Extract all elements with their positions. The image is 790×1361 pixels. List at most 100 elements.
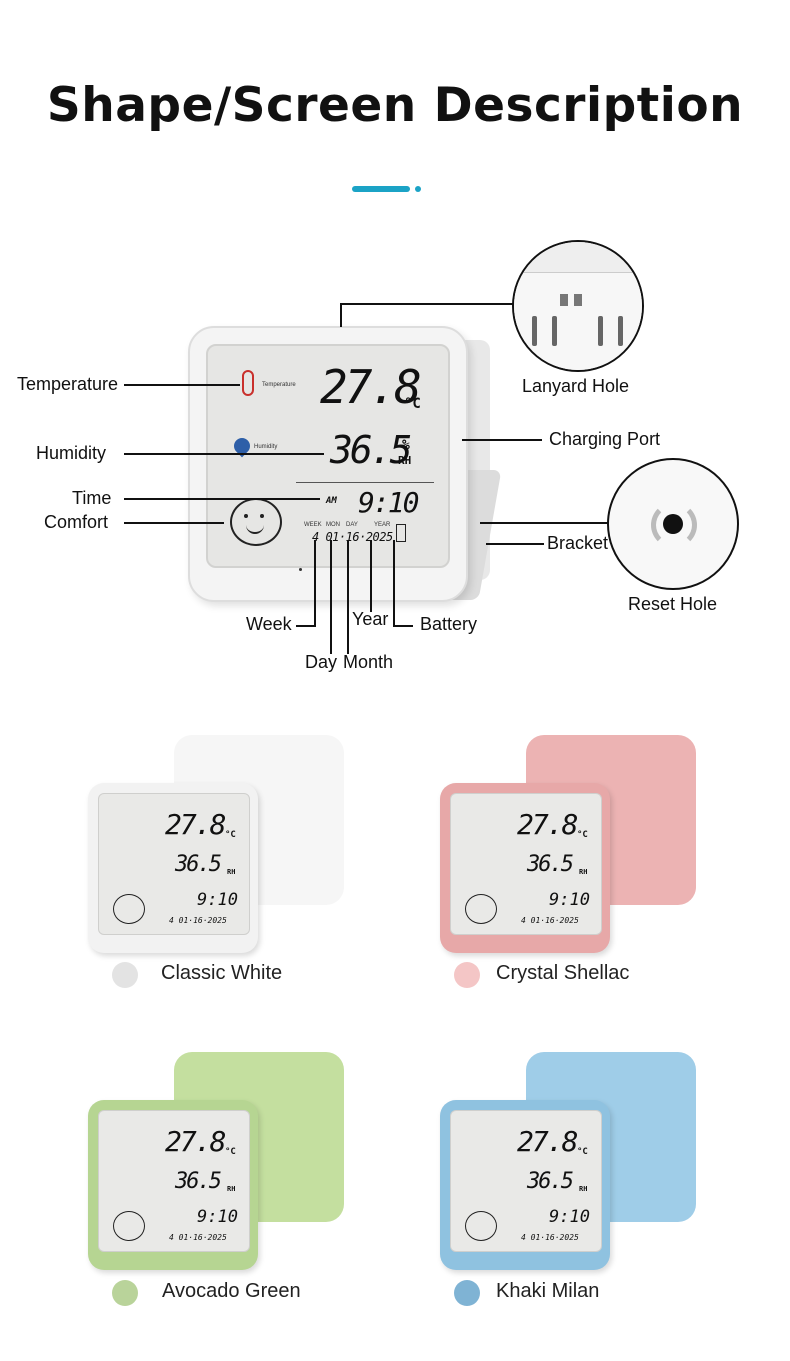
callout-month: Month <box>343 652 394 672</box>
callout-humidity: Humidity <box>36 443 107 463</box>
lanyard-vline <box>340 303 342 327</box>
page-title: Shape/Screen Description <box>46 78 744 133</box>
battery-vline <box>393 540 395 626</box>
humidity-value: 36.5 <box>175 852 222 877</box>
callout-bracket: Bracket <box>547 533 609 553</box>
bracket-line <box>486 543 544 545</box>
temperature-unit: °C <box>404 396 421 412</box>
variant-name: Avocado Green <box>162 1280 301 1302</box>
week-header: WEEK <box>304 522 322 528</box>
callout-comfort-line <box>124 522 224 524</box>
temperature-value: 27.8 <box>165 808 226 841</box>
callout-reset-hole: Reset Hole <box>628 594 718 614</box>
date-line: 4 01·16·2025 <box>169 1233 227 1242</box>
humidity-unit-rh: RH <box>398 454 412 467</box>
humidity-unit-rh: RH <box>579 1185 588 1193</box>
day-header: DAY <box>346 522 358 528</box>
humidity-value: 36.5 <box>175 1169 222 1194</box>
date-line: 4 01·16·2025 <box>521 916 579 925</box>
year-header: YEAR <box>374 522 391 528</box>
comfort-face-icon <box>230 498 282 546</box>
humidity-unit-rh: RH <box>579 868 588 876</box>
callout-battery: Battery <box>420 614 478 634</box>
callout-humidity-line <box>124 453 324 455</box>
thermometer-icon <box>242 370 254 396</box>
callout-temperature: Temperature <box>17 374 119 394</box>
callout-comfort: Comfort <box>44 512 109 532</box>
callout-time: Time <box>72 488 112 508</box>
battery-icon <box>396 524 406 542</box>
time-value: 9:10 <box>358 486 419 519</box>
title-accent-line <box>352 186 410 192</box>
temperature-caption: Temperature <box>262 382 296 388</box>
lcd-screen: Temperature 27.8 °C Humidity 36.5 % RH A… <box>206 344 450 568</box>
lanyard-hole-inset <box>512 240 644 372</box>
battery-hline <box>393 625 413 627</box>
humidity-caption: Humidity <box>254 444 278 450</box>
color-swatch <box>454 1280 480 1306</box>
comfort-face-icon <box>113 1211 145 1241</box>
charging-port-line <box>462 439 542 441</box>
callout-temperature-line <box>124 384 240 386</box>
color-swatch <box>112 962 138 988</box>
temperature-unit: °C <box>225 830 236 840</box>
time-value: 9:10 <box>549 1207 590 1227</box>
temperature-value: 27.8 <box>320 360 422 414</box>
humidity-value: 36.5 <box>527 1169 574 1194</box>
comfort-face-icon <box>465 894 497 924</box>
main-device: Temperature 27.8 °C Humidity 36.5 % RH A… <box>188 326 468 602</box>
temperature-unit: °C <box>577 1147 588 1157</box>
year-vline <box>370 540 372 612</box>
comfort-face-icon <box>465 1211 497 1241</box>
temperature-unit: °C <box>577 830 588 840</box>
humidity-unit-rh: RH <box>227 868 236 876</box>
comfort-face-icon <box>113 894 145 924</box>
temperature-unit: °C <box>225 1147 236 1157</box>
date-line: 4 01·16·2025 <box>521 1233 579 1242</box>
reset-hole-dot <box>663 514 683 534</box>
callout-lanyard-hole: Lanyard Hole <box>522 376 630 396</box>
callout-day: Day <box>305 652 338 672</box>
callout-week: Week <box>246 614 292 634</box>
lanyard-hline <box>340 303 514 305</box>
temperature-value: 27.8 <box>517 1125 578 1158</box>
time-value: 9:10 <box>197 890 238 910</box>
reset-line <box>480 522 608 524</box>
week-vline <box>314 540 316 626</box>
humidity-value: 36.5 <box>527 852 574 877</box>
week-hline <box>296 625 316 627</box>
date-line: 4 01·16·2025 <box>169 916 227 925</box>
time-value: 9:10 <box>549 890 590 910</box>
variant-name: Khaki Milan <box>496 1280 600 1302</box>
variant-name: Crystal Shellac <box>496 962 630 984</box>
humidity-value: 36.5 <box>330 428 412 472</box>
temperature-value: 27.8 <box>165 1125 226 1158</box>
divider-line <box>296 482 434 483</box>
humidity-unit-rh: RH <box>227 1185 236 1193</box>
temperature-value: 27.8 <box>517 808 578 841</box>
time-value: 9:10 <box>197 1207 238 1227</box>
color-swatch <box>454 962 480 988</box>
variant-name: Classic White <box>161 962 283 984</box>
callout-charging-port: Charging Port <box>549 429 661 449</box>
month-vline <box>347 540 349 654</box>
color-swatch <box>112 1280 138 1306</box>
date-line: 4 01·16·2025 <box>312 530 393 544</box>
callout-year: Year <box>352 609 389 629</box>
reset-hole-inset <box>607 458 739 590</box>
reset-pinhole <box>299 568 302 571</box>
am-indicator: AM <box>326 496 337 506</box>
month-header: MON <box>326 522 340 528</box>
title-accent-dot <box>415 186 421 192</box>
